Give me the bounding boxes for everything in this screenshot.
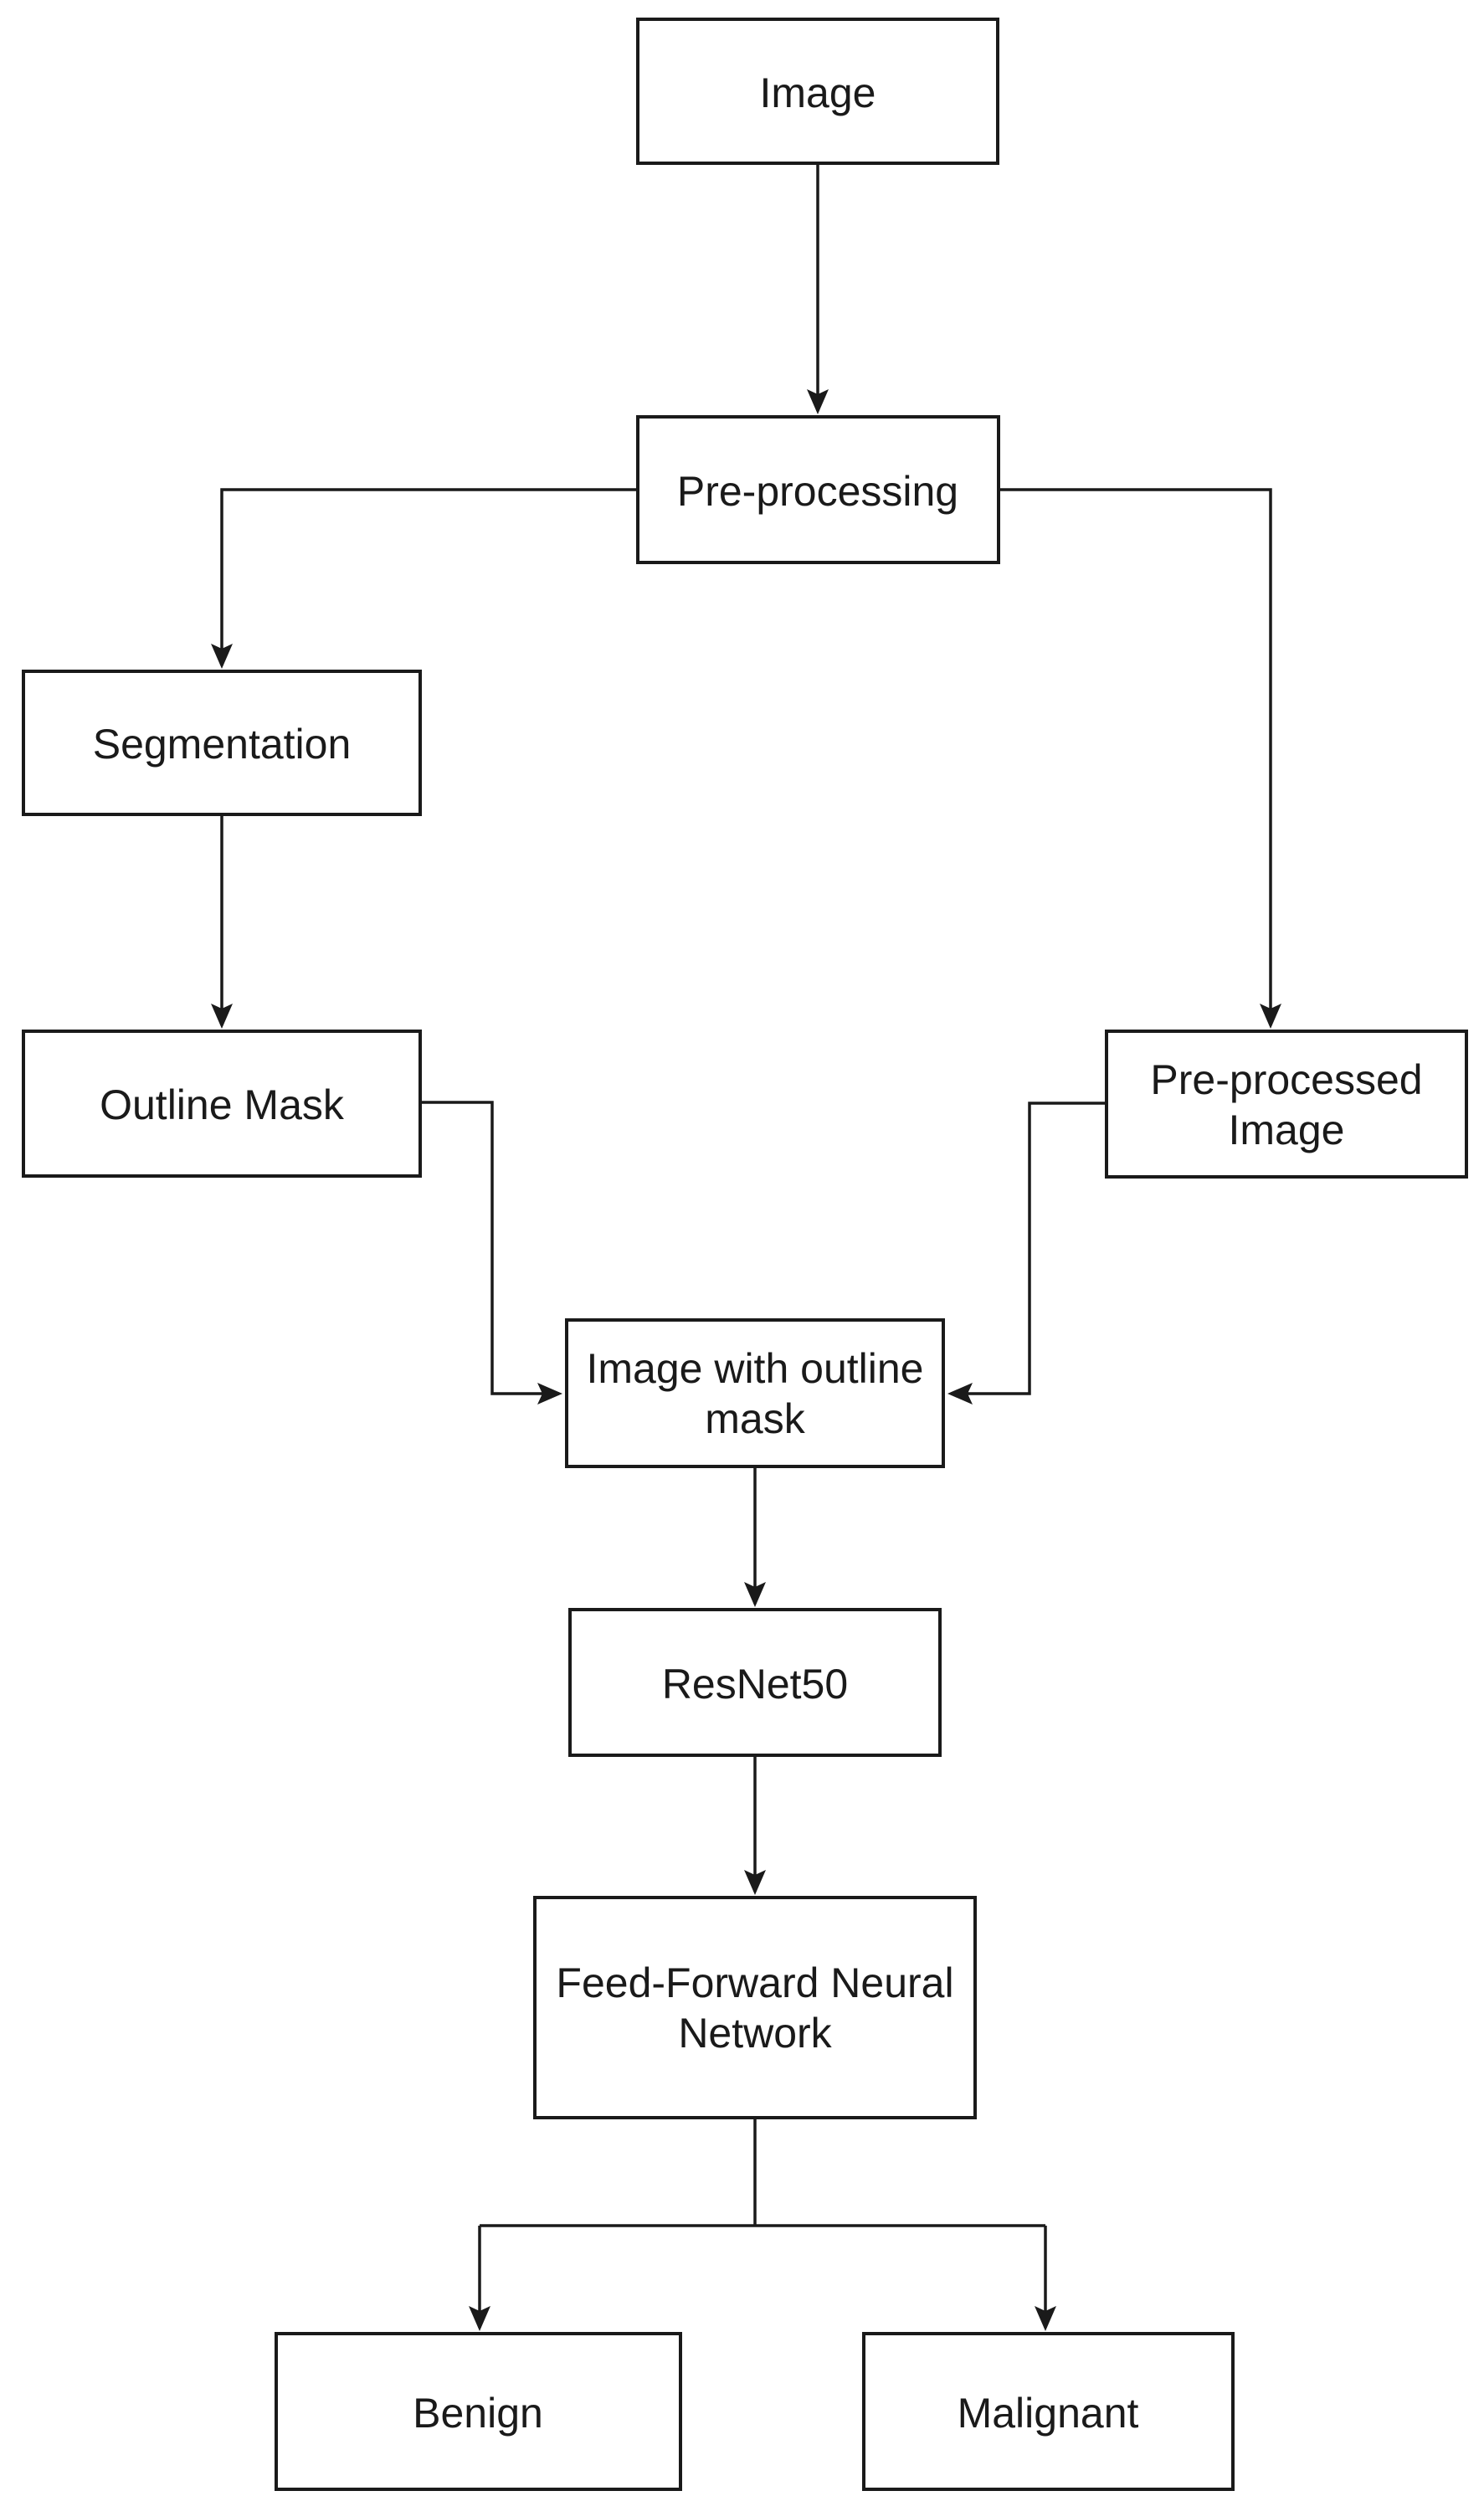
- node-segmentation: Segmentation: [22, 670, 422, 816]
- node-segmentation-box: [22, 670, 422, 816]
- node-image: Image: [636, 18, 999, 165]
- node-ffnn-label-line2: Network: [678, 2010, 832, 2057]
- node-ffnn: Feed-Forward Neural Network: [533, 1896, 977, 2119]
- node-preprocessed-image: Pre-processed Image: [1105, 1030, 1468, 1179]
- node-image-with-outline-mask-label-line2: mask: [705, 1395, 805, 1442]
- node-outline-mask: Outline Mask: [22, 1030, 422, 1178]
- node-segmentation-label: Segmentation: [93, 721, 352, 768]
- node-malignant: Malignant: [862, 2332, 1235, 2491]
- node-malignant-label: Malignant: [958, 2390, 1139, 2437]
- node-image-with-outline-mask: Image with outline mask: [565, 1318, 945, 1468]
- node-image-with-outline-mask-box: [565, 1318, 945, 1468]
- node-malignant-box: [862, 2332, 1235, 2491]
- node-benign-label: Benign: [413, 2390, 543, 2437]
- node-benign: Benign: [275, 2332, 682, 2491]
- node-preprocessing-label: Pre-processing: [677, 468, 958, 515]
- node-outline-mask-label: Outline Mask: [100, 1081, 345, 1128]
- node-resnet50: ResNet50: [568, 1608, 942, 1757]
- node-image-label: Image: [760, 69, 876, 116]
- node-ffnn-box: [533, 1896, 977, 2119]
- node-outline-mask-box: [22, 1030, 422, 1178]
- node-preprocessed-image-label-line1: Pre-processed: [1150, 1056, 1422, 1103]
- edge-preprocessing-to-segmentation: [211, 488, 638, 669]
- node-resnet50-box: [568, 1608, 942, 1757]
- node-benign-box: [275, 2332, 682, 2491]
- node-preprocessing-box: [636, 415, 1000, 564]
- edge-preprocessed-image-to-image-with-outline-mask: [947, 1102, 1107, 1405]
- node-preprocessing: Pre-processing: [636, 415, 1000, 564]
- node-preprocessed-image-box: [1105, 1030, 1468, 1179]
- node-resnet50-label: ResNet50: [662, 1661, 848, 1708]
- node-preprocessed-image-label-line2: Image: [1229, 1107, 1345, 1153]
- node-ffnn-label-line1: Feed-Forward Neural: [556, 1959, 953, 2006]
- edge-preprocessing-to-preprocessed-image: [999, 488, 1281, 1029]
- node-image-box: [636, 18, 999, 165]
- node-image-with-outline-mask-label-line1: Image with outline: [586, 1345, 923, 1392]
- edge-outline-mask-to-image-with-outline-mask: [420, 1101, 562, 1405]
